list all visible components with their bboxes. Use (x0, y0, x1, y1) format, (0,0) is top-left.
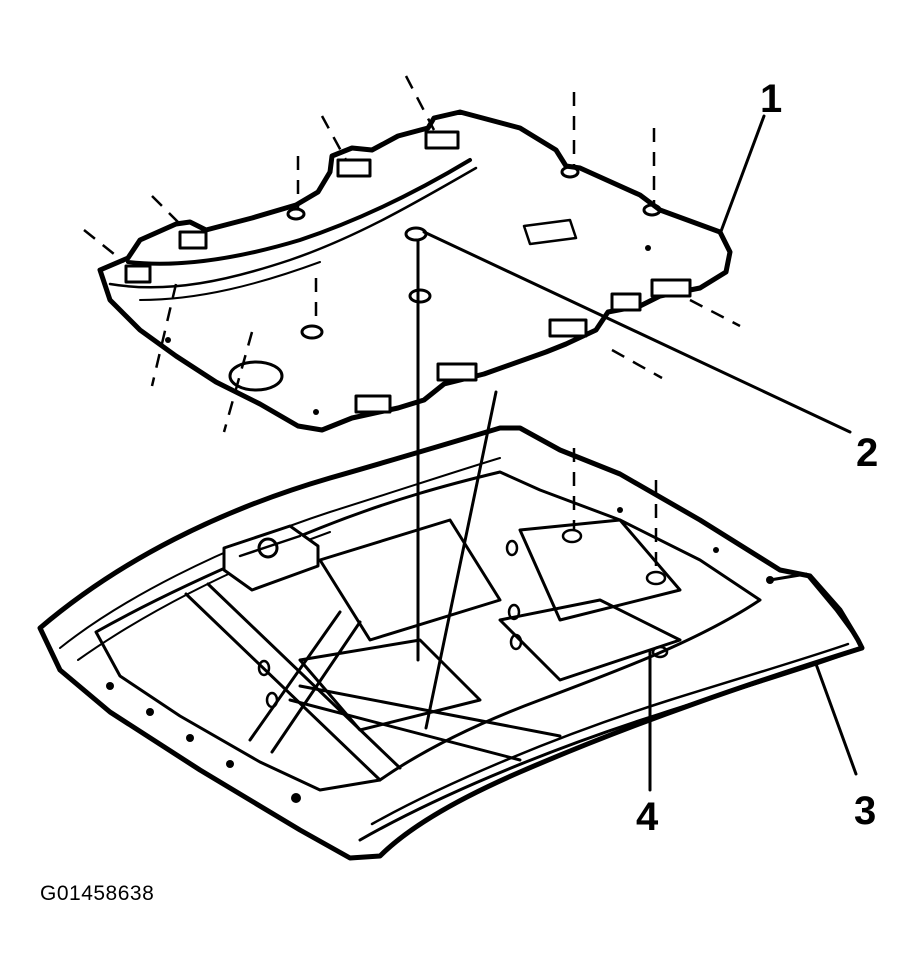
callout-2: 2 (856, 431, 878, 475)
leader-1 (718, 114, 766, 236)
figure-id: G01458638 (40, 882, 155, 905)
callout-1: 1 (760, 77, 782, 121)
leader-2 (422, 230, 852, 434)
hood-panel (37, 425, 865, 861)
callout-3: 3 (854, 789, 876, 833)
leader-3 (814, 662, 858, 776)
alignment-lines (83, 75, 741, 730)
hood-insulator-pad (97, 109, 733, 433)
callout-leaders (422, 114, 858, 792)
callout-4: 4 (636, 795, 659, 839)
